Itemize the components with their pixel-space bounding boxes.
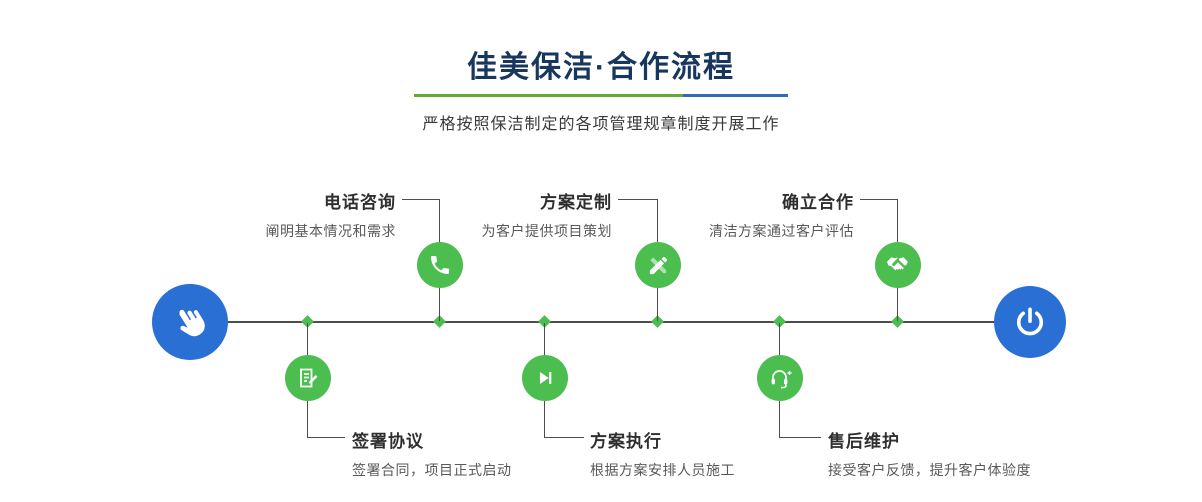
step-label-aftersales: 售后维护 接受客户反馈，提升客户体验度 (828, 427, 1031, 480)
play-forward-icon (534, 367, 556, 389)
timeline-start-node (152, 284, 228, 360)
step-title: 确立合作 (782, 193, 854, 212)
power-icon (1012, 304, 1048, 340)
connector-line (544, 323, 545, 355)
divider-green-segment (414, 94, 684, 97)
step-title: 方案执行 (590, 432, 662, 451)
connector-line (897, 288, 898, 321)
step-title: 售后维护 (828, 432, 900, 451)
step-node-agreement (285, 355, 331, 401)
connector-line (307, 401, 308, 438)
step-desc: 清洁方案通过客户评估 (709, 223, 854, 239)
pencil-icon (647, 254, 670, 277)
step-title: 签署协议 (352, 432, 424, 451)
step-node-phone (417, 242, 463, 288)
step-desc: 为客户提供项目策划 (481, 223, 612, 239)
divider-blue-segment (683, 94, 788, 97)
hand-pointer-icon (170, 302, 210, 342)
headset-support-icon (768, 366, 792, 390)
step-desc: 签署合同，项目正式启动 (352, 462, 512, 478)
connector-line (439, 199, 440, 242)
step-title: 方案定制 (540, 193, 612, 212)
step-title: 电话咨询 (324, 193, 396, 212)
page-subtitle: 严格按照保洁制定的各项管理规章制度开展工作 (422, 116, 780, 133)
connector-line (657, 199, 658, 242)
connector-line (307, 323, 308, 355)
step-desc: 接受客户反馈，提升客户体验度 (828, 462, 1031, 478)
step-node-aftersales (757, 355, 803, 401)
timeline-end-node (994, 286, 1066, 358)
connector-line (860, 199, 898, 200)
connector-line (779, 437, 821, 438)
page-title: 佳美保洁·合作流程 (467, 51, 735, 84)
step-node-execution (522, 355, 568, 401)
connector-line (897, 199, 898, 242)
title-divider (414, 94, 788, 97)
connector-line (402, 199, 440, 200)
phone-icon (428, 253, 452, 277)
step-label-plan: 方案定制 为客户提供项目策划 (482, 188, 613, 241)
handshake-icon (885, 252, 911, 278)
connector-line (618, 199, 658, 200)
step-label-execution: 方案执行 根据方案安排人员施工 (590, 427, 735, 480)
connector-line (657, 288, 658, 321)
connector-line (439, 288, 440, 321)
connector-line (779, 323, 780, 355)
step-label-cooperation: 确立合作 清洁方案通过客户评估 (709, 188, 854, 241)
step-node-plan (635, 242, 681, 288)
step-label-phone: 电话咨询 阐明基本情况和需求 (266, 188, 397, 241)
connector-line (544, 437, 584, 438)
step-desc: 根据方案安排人员施工 (590, 462, 735, 478)
contract-icon (296, 366, 320, 390)
timeline-line (190, 321, 1030, 323)
connector-line (307, 437, 345, 438)
step-desc: 阐明基本情况和需求 (265, 223, 396, 239)
connector-line (544, 401, 545, 438)
step-label-agreement: 签署协议 签署合同，项目正式启动 (352, 427, 512, 480)
step-node-cooperation (875, 242, 921, 288)
connector-line (779, 401, 780, 438)
